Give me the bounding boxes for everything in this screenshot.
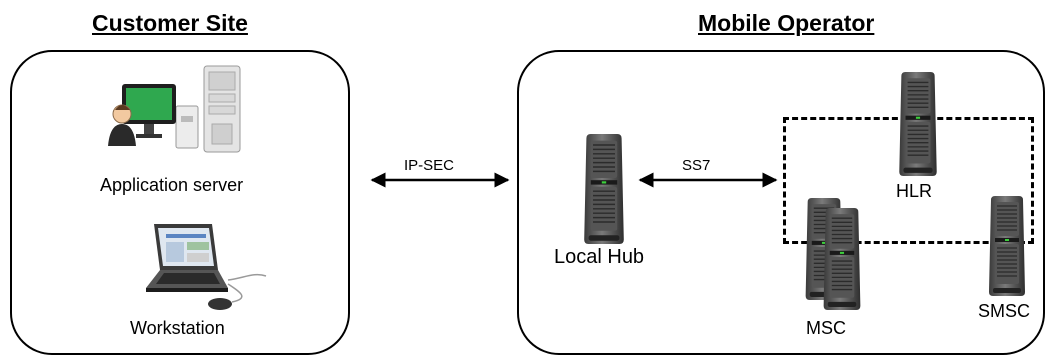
smsc-server-icon xyxy=(985,196,1029,296)
laptop-icon xyxy=(132,222,272,314)
ss7-label: SS7 xyxy=(682,157,711,174)
customer-site-title: Customer Site xyxy=(92,10,248,36)
mobile-operator-title: Mobile Operator xyxy=(698,10,875,36)
customer-site-box xyxy=(10,50,350,355)
msc-label: MSC xyxy=(806,318,846,338)
local-hub-server-icon xyxy=(578,134,630,244)
msc-server-icon xyxy=(820,208,864,310)
ss7-link-arrow xyxy=(636,172,780,188)
local-hub-label: Local Hub xyxy=(554,246,645,268)
ipsec-label: IP-SEC xyxy=(404,157,455,174)
application-server-icon xyxy=(108,64,244,160)
application-server-label: Application server xyxy=(100,175,244,195)
smsc-label: SMSC xyxy=(978,301,1031,321)
hlr-server-icon xyxy=(895,72,941,176)
ipsec-link-arrow xyxy=(368,172,512,188)
workstation-label: Workstation xyxy=(130,318,225,338)
hlr-label: HLR xyxy=(896,181,933,201)
